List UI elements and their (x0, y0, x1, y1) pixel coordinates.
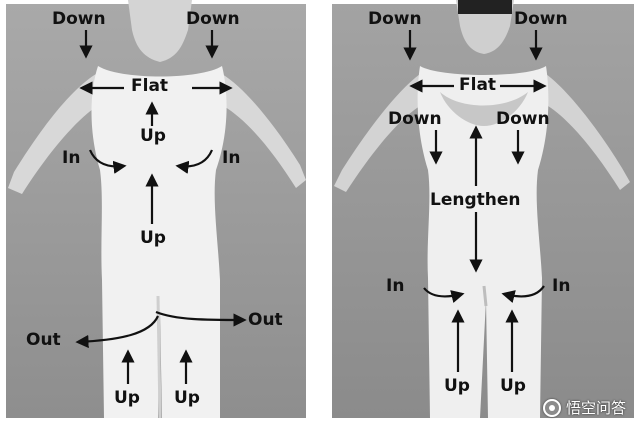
label-front-in-right: In (222, 148, 241, 168)
label-front-up-leg-right: Up (174, 388, 200, 408)
label-front-up-chest: Up (140, 126, 166, 146)
label-back-down-left: Down (368, 9, 422, 29)
label-back-down-mid-right: Down (496, 109, 550, 129)
watermark-logo-icon (542, 398, 561, 417)
label-front-down-left: Down (52, 9, 106, 29)
label-front-up-waist: Up (140, 228, 166, 248)
arrow-back-in-left (423, 287, 465, 303)
back-figure (334, 0, 630, 418)
label-front-flat: Flat (131, 76, 169, 96)
front-figure (8, 0, 306, 419)
label-back-in-left: In (386, 276, 405, 296)
arrow-front-out-left (75, 315, 160, 349)
back-arrows (403, 30, 547, 372)
label-back-in-right: In (552, 276, 571, 296)
panel-divider (306, 0, 332, 424)
label-back-down-right: Down (514, 9, 568, 29)
label-back-flat: Flat (459, 75, 497, 95)
watermark: 悟空问答 (542, 397, 626, 418)
label-back-lengthen: Lengthen (430, 190, 521, 210)
label-front-down-right: Down (186, 9, 240, 29)
arrow-front-in-left (88, 149, 127, 174)
arrow-front-in-right (175, 149, 214, 174)
label-back-up-leg-left: Up (444, 376, 470, 396)
front-arrows (75, 30, 247, 384)
label-front-in-left: In (62, 148, 81, 168)
label-back-down-mid-left: Down (388, 109, 442, 129)
label-back-up-leg-right: Up (500, 376, 526, 396)
label-front-out-right: Out (248, 310, 283, 330)
arrow-front-out-right (155, 310, 247, 327)
label-front-out-left: Out (26, 330, 61, 350)
watermark-text: 悟空问答 (565, 399, 626, 417)
label-front-up-leg-left: Up (114, 388, 140, 408)
arrow-back-in-right (501, 285, 545, 303)
